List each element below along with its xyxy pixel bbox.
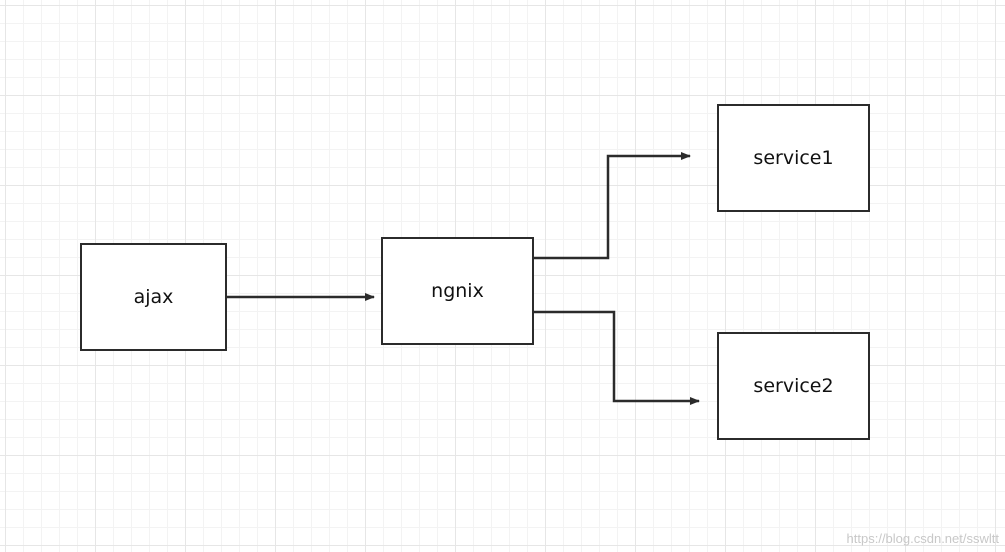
edge-ngnix-to-service2 — [534, 310, 700, 405]
node-service2-label: service2 — [753, 375, 834, 397]
node-ngnix-label: ngnix — [431, 280, 484, 302]
edge-ngnix-to-service1 — [534, 152, 691, 260]
node-ajax: ajax — [80, 243, 227, 351]
node-ajax-label: ajax — [133, 286, 174, 308]
watermark: https://blog.csdn.net/sswltt — [846, 531, 999, 546]
node-service2: service2 — [717, 332, 870, 440]
node-ngnix: ngnix — [381, 237, 534, 345]
node-service1: service1 — [717, 104, 870, 212]
node-service1-label: service1 — [753, 147, 834, 169]
